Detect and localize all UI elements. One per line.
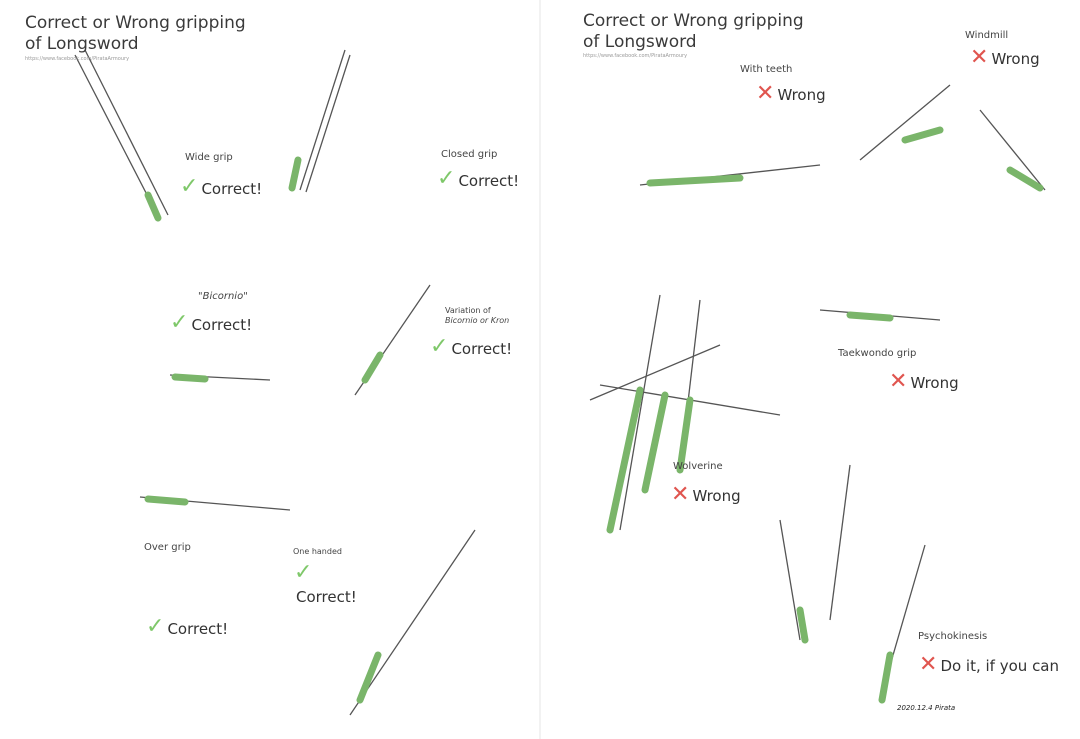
check-icon: ✓ (430, 334, 449, 359)
cross-icon: ✕ (671, 482, 690, 507)
check-icon: ✓ (170, 310, 189, 335)
verdict-wide-grip: ✓Correct! (180, 174, 263, 199)
check-icon: ✓ (294, 560, 313, 585)
right-url: https://www.facebook.com/PirataArmoury (583, 53, 688, 59)
verdict-text: Correct! (167, 620, 229, 638)
verdict-with-teeth: ✕Wrong (756, 81, 826, 106)
verdict-text: Wrong (910, 374, 959, 392)
left-title-line1: Correct or Wrong gripping (25, 13, 246, 33)
verdict-over-grip: ✓Correct! (146, 614, 229, 639)
label-taekwondo-grip: Taekwondo grip (838, 348, 917, 359)
left-title-line2: of Longsword (25, 34, 139, 54)
verdict-taekwondo-grip: ✕Wrong (889, 369, 959, 394)
right-title-line1: Correct or Wrong gripping (583, 11, 804, 31)
verdict-one-handed: Correct! (296, 588, 357, 606)
label-closed-grip: Closed grip (441, 149, 498, 160)
check-icon: ✓ (437, 166, 456, 191)
label-psychokinesis: Psychokinesis (918, 631, 988, 642)
label-variation-kron: Variation of Bicornio or Kron (445, 306, 509, 326)
verdict-bicornio: ✓Correct! (170, 310, 253, 335)
verdict-text: Correct! (191, 316, 253, 334)
verdict-closed-grip: ✓Correct! (437, 166, 520, 191)
verdict-windmill: ✕Wrong (970, 45, 1040, 70)
left-title: Correct or Wrong gripping of Longsword (25, 13, 246, 55)
verdict-text: Do it, if you can (940, 657, 1060, 675)
label-one-handed: One handed (293, 547, 342, 556)
label-windmill: Windmill (965, 30, 1009, 41)
label-line1: Variation of (445, 306, 491, 315)
verdict-text: Correct! (201, 180, 263, 198)
verdict-text: Correct! (451, 340, 513, 358)
left-url: https://www.facebook.com/PirataArmoury (25, 56, 130, 62)
grip-highlights (144, 126, 1044, 704)
artist-signature: 2020.12.4 Pirata (897, 704, 956, 712)
check-icon: ✓ (146, 614, 165, 639)
verdict-wolverine: ✕Wrong (671, 482, 741, 507)
right-title-line2: of Longsword (583, 32, 697, 52)
label-with-teeth: With teeth (740, 64, 793, 75)
label-over-grip: Over grip (144, 542, 191, 553)
verdict-text: Wrong (692, 487, 741, 505)
verdict-variation-kron: ✓Correct! (430, 334, 513, 359)
verdict-text: Wrong (777, 86, 826, 104)
cross-icon: ✕ (970, 45, 989, 70)
cross-icon: ✕ (889, 369, 908, 394)
cross-icon: ✕ (919, 652, 938, 677)
verdict-text: Wrong (991, 50, 1040, 68)
label-wide-grip: Wide grip (185, 152, 233, 163)
check-icon: ✓ (180, 174, 199, 199)
label-bicornio: "Bicornio" (198, 291, 248, 302)
verdict-psychokinesis: ✕Do it, if you can (919, 652, 1060, 677)
label-wolverine: Wolverine (673, 461, 723, 472)
right-title: Correct or Wrong gripping of Longsword (583, 11, 804, 53)
cross-icon: ✕ (756, 81, 775, 106)
verdict-text: Correct! (458, 172, 520, 190)
label-line2: Bicornio or Kron (445, 316, 510, 325)
